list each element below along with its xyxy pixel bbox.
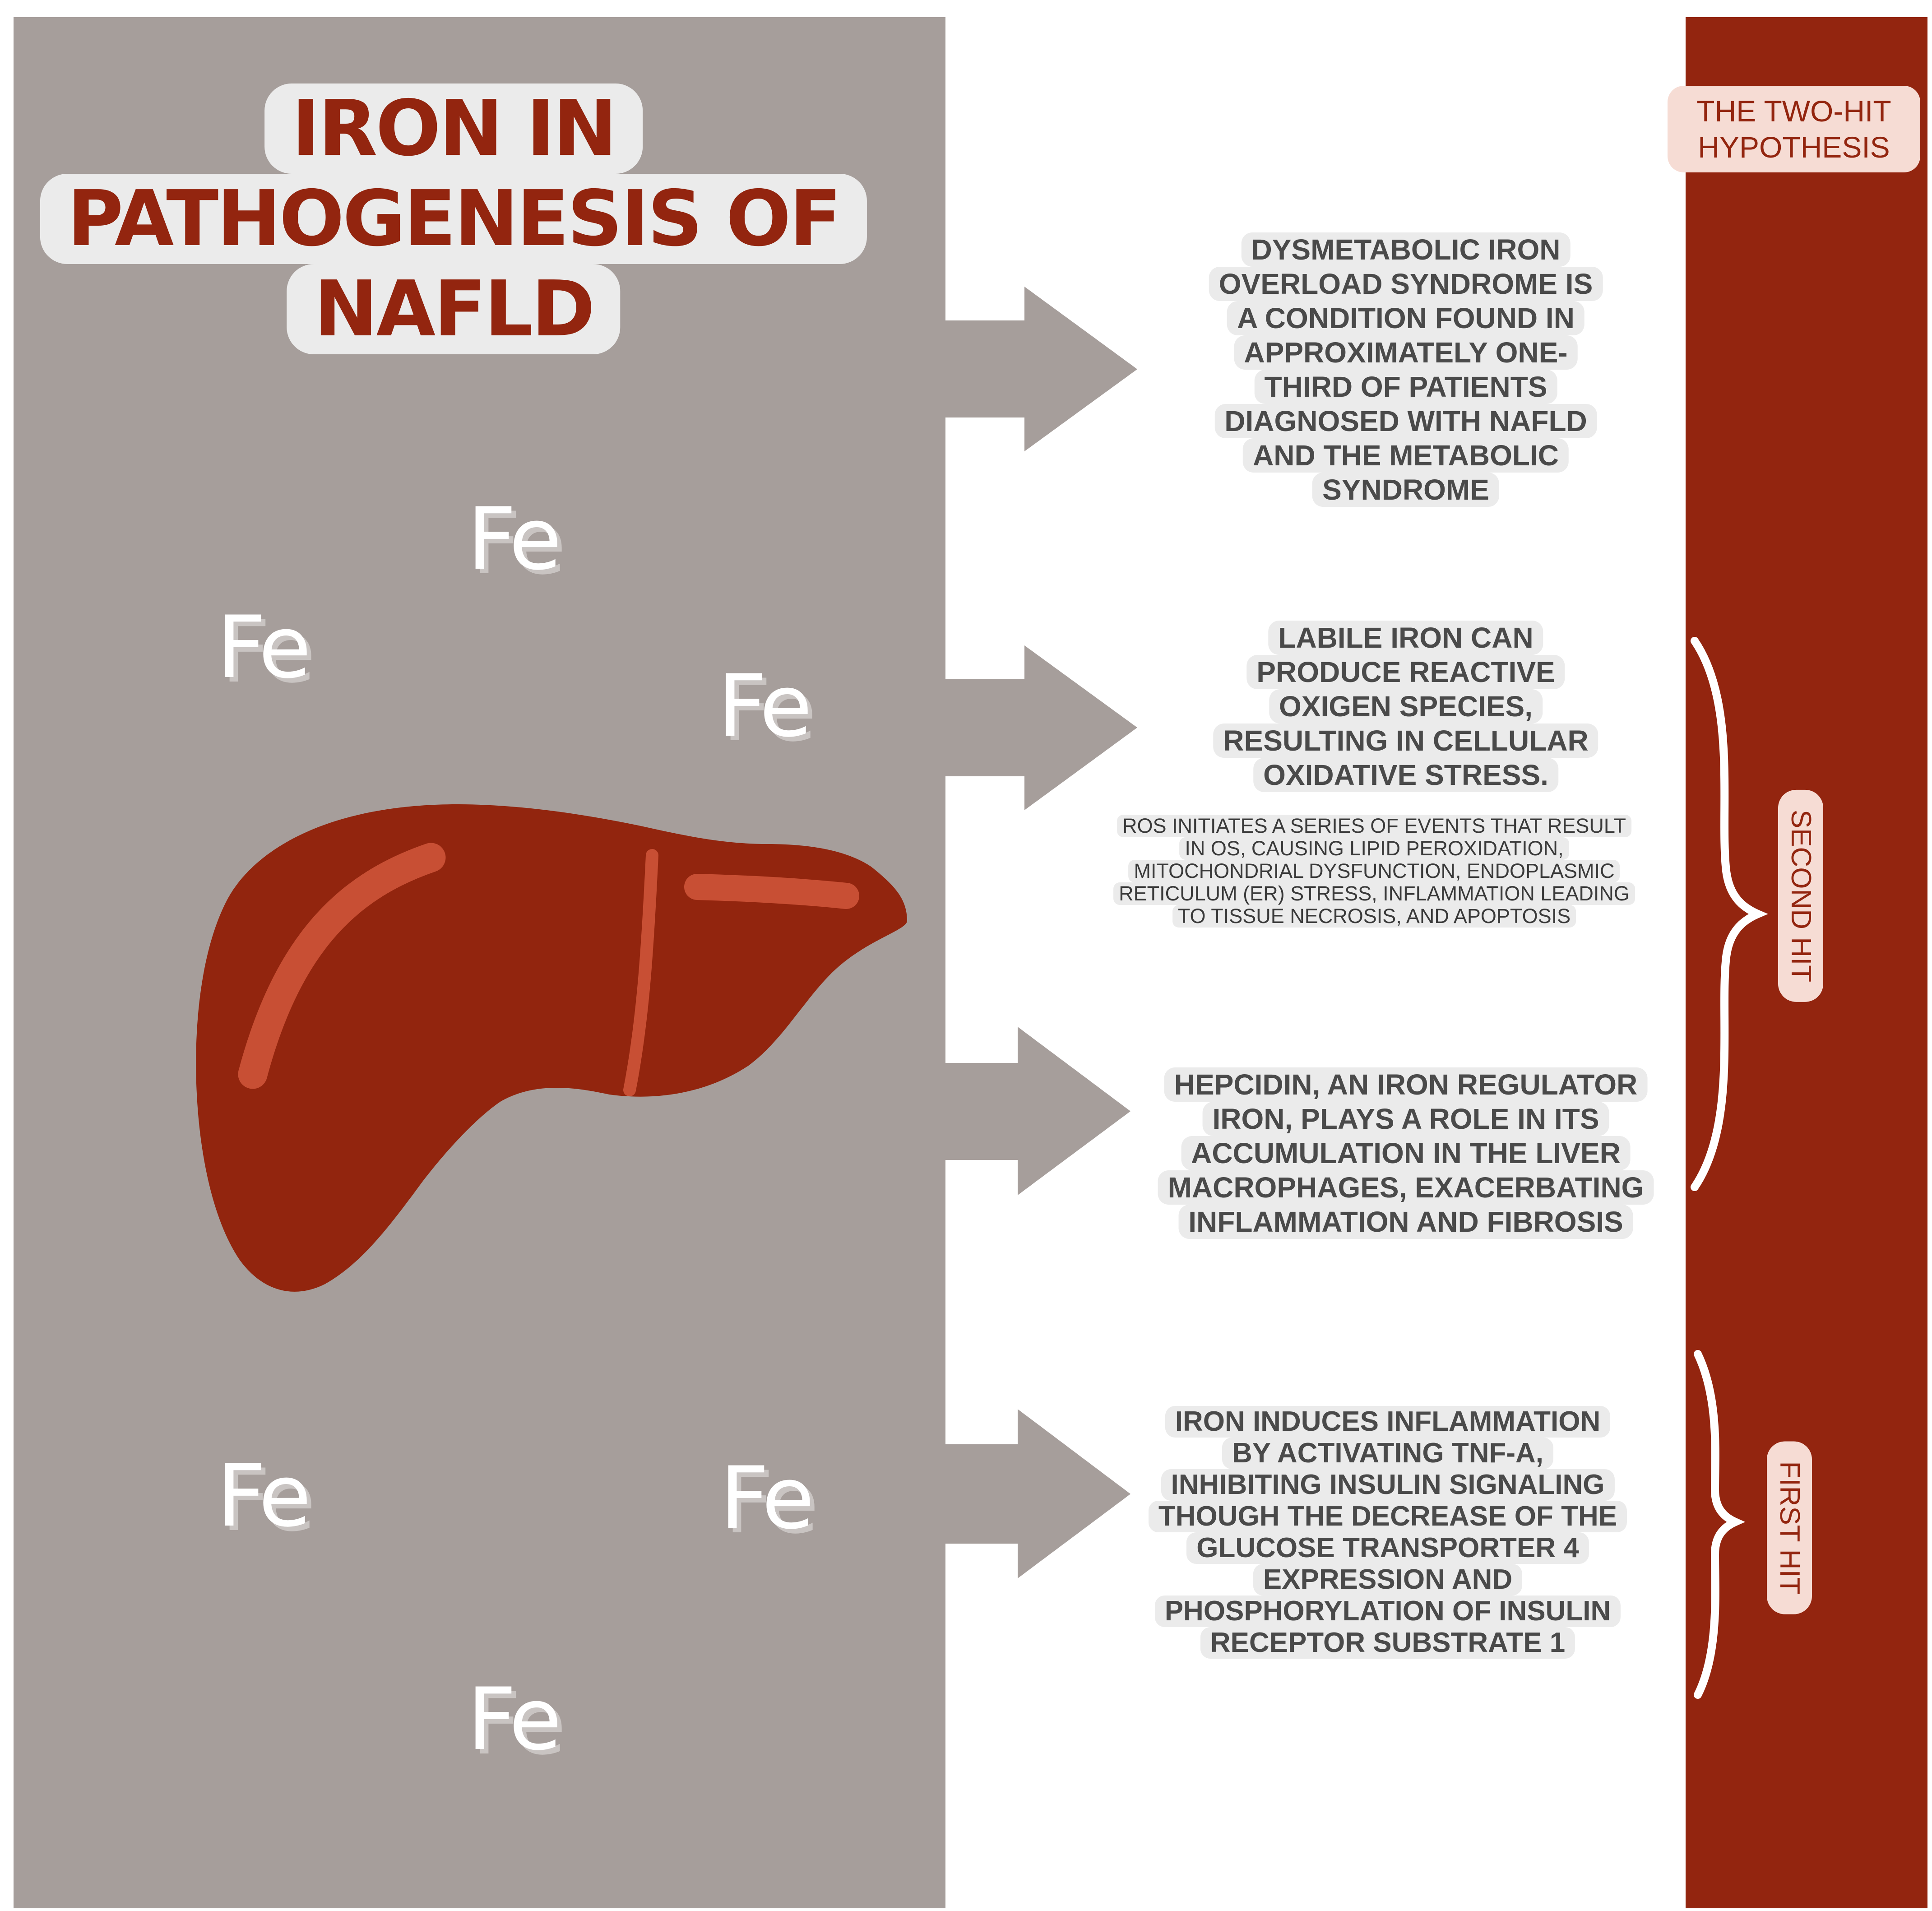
inflammation-line: BY ACTIVATING TNF-A, <box>1222 1438 1553 1469</box>
fe-label: Fe <box>217 1446 311 1546</box>
liver-icon <box>196 804 908 1292</box>
arrow-2 <box>945 645 1137 810</box>
hepcidin-line: ACCUMULATION IN THE LIVER <box>1181 1136 1631 1170</box>
labile-iron-line: OXIGEN SPECIES, <box>1269 689 1543 724</box>
ros-line: MITOCHONDRIAL DYSFUNCTION, ENDOPLASMIC <box>1128 860 1620 882</box>
hypothesis-tag: THE TWO-HIT HYPOTHESIS <box>1668 86 1920 172</box>
ros-line: IN OS, CAUSING LIPID PEROXIDATION, <box>1179 837 1569 860</box>
dios-line: DYSMETABOLIC IRON <box>1241 232 1571 267</box>
labile-iron-line: PRODUCE REACTIVE <box>1246 655 1565 689</box>
title-line-1: IRON IN <box>264 83 643 174</box>
hypothesis-tag-line: THE TWO-HIT <box>1696 94 1891 128</box>
second-hit-brace <box>1691 637 1768 1191</box>
arrow-1 <box>945 287 1137 451</box>
second-hit-tag: SECOND HIT <box>1778 789 1823 1002</box>
hypothesis-tag-line: HYPOTHESIS <box>1698 130 1890 164</box>
labile-iron-line: RESULTING IN CELLULAR <box>1213 724 1598 758</box>
inflammation-block: IRON INDUCES INFLAMMATION BY ACTIVATING … <box>1148 1406 1627 1659</box>
hepcidin-block: HEPCIDIN, AN IRON REGULATOR IRON, PLAYS … <box>1158 1067 1654 1239</box>
inflammation-line: RECEPTOR SUBSTRATE 1 <box>1200 1627 1575 1659</box>
labile-iron-block: LABILE IRON CAN PRODUCE REACTIVE OXIGEN … <box>1213 621 1598 792</box>
title-line-2: PATHOGENESIS OF <box>40 174 867 264</box>
ros-detail-block: ROS INITIATES A SERIES OF EVENTS THAT RE… <box>1113 815 1635 928</box>
arrow-4 <box>945 1409 1130 1578</box>
inflammation-line: GLUCOSE TRANSPORTER 4 <box>1186 1532 1589 1564</box>
first-hit-tag: FIRST HIT <box>1767 1441 1812 1614</box>
ros-line: TO TISSUE NECROSIS, AND APOPTOSIS <box>1172 905 1576 928</box>
labile-iron-line: OXIDATIVE STRESS. <box>1253 758 1558 792</box>
dios-line: OVERLOAD SYNDROME IS <box>1209 267 1603 301</box>
dios-line: A CONDITION FOUND IN <box>1227 301 1585 335</box>
inflammation-line: EXPRESSION AND <box>1253 1564 1523 1596</box>
fe-label: Fe <box>467 489 562 589</box>
title-line-3: NAFLD <box>287 264 621 354</box>
dios-line: SYNDROME <box>1312 473 1499 507</box>
fe-label: Fe <box>217 598 311 697</box>
inflammation-line: PHOSPHORYLATION OF INSULIN <box>1154 1596 1621 1627</box>
first-hit-brace <box>1694 1350 1746 1699</box>
fe-label: Fe <box>720 1448 815 1548</box>
hepcidin-line: MACROPHAGES, EXACERBATING <box>1158 1170 1654 1205</box>
dios-line: APPROXIMATELY ONE- <box>1234 335 1578 370</box>
ros-line: ROS INITIATES A SERIES OF EVENTS THAT RE… <box>1117 815 1632 837</box>
inflammation-line: THOUGH THE DECREASE OF THE <box>1148 1501 1627 1532</box>
fe-label: Fe <box>467 1670 562 1769</box>
hepcidin-line: IRON, PLAYS A ROLE IN ITS <box>1202 1102 1609 1136</box>
dios-line: AND THE METABOLIC <box>1243 438 1569 473</box>
fe-label: Fe <box>718 656 812 756</box>
dios-line: THIRD OF PATIENTS <box>1254 370 1557 404</box>
hepcidin-line: HEPCIDIN, AN IRON REGULATOR <box>1164 1067 1648 1102</box>
dios-block: DYSMETABOLIC IRON OVERLOAD SYNDROME IS A… <box>1209 232 1603 507</box>
hepcidin-line: INFLAMMATION AND FIBROSIS <box>1178 1205 1633 1239</box>
ros-line: RETICULUM (ER) STRESS, INFLAMMATION LEAD… <box>1113 882 1635 905</box>
inflammation-line: IRON INDUCES INFLAMMATION <box>1165 1406 1611 1438</box>
dios-line: DIAGNOSED WITH NAFLD <box>1214 404 1597 438</box>
inflammation-line: INHIBITING INSULIN SIGNALING <box>1161 1469 1615 1501</box>
arrow-3 <box>945 1027 1130 1195</box>
labile-iron-line: LABILE IRON CAN <box>1268 621 1543 655</box>
